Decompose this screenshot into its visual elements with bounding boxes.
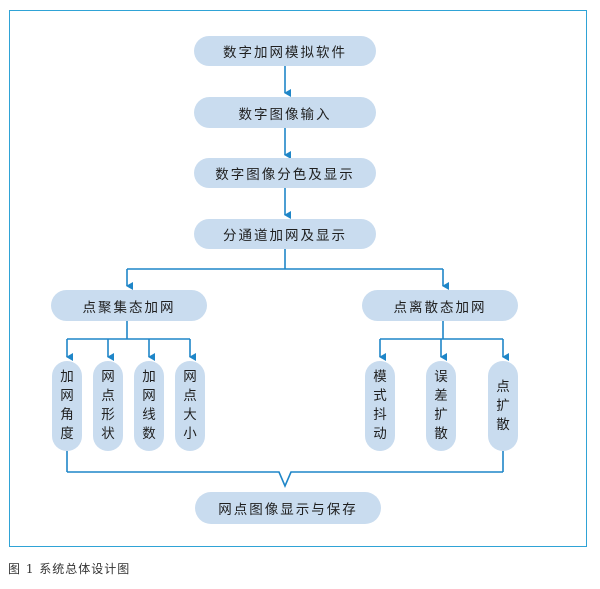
- node-image-input: 数字图像输入: [194, 97, 376, 128]
- node-dot-size: 网点大小: [175, 361, 205, 451]
- node-dot-shape: 网点形状: [93, 361, 123, 451]
- node-screen-angle: 加网角度: [52, 361, 82, 451]
- node-error-diffusion: 误差扩散: [426, 361, 456, 451]
- node-channel-screening: 分通道加网及显示: [194, 219, 376, 249]
- node-fm-screening: 点离散态加网: [362, 290, 518, 321]
- node-color-separation: 数字图像分色及显示: [194, 158, 376, 188]
- node-pattern-dither-label: 模式抖动: [373, 369, 387, 442]
- node-am-screening: 点聚集态加网: [51, 290, 207, 321]
- figure-caption: 图 1 系统总体设计图: [8, 562, 131, 576]
- node-software: 数字加网模拟软件: [194, 36, 376, 66]
- node-dot-shape-label: 网点形状: [101, 369, 115, 442]
- node-screen-ruling-label: 加网线数: [142, 369, 156, 442]
- node-pattern-dither: 模式抖动: [365, 361, 395, 451]
- node-dot-diffusion-label: 点扩散: [496, 378, 510, 433]
- node-dot-size-label: 网点大小: [183, 369, 197, 442]
- node-screen-ruling: 加网线数: [134, 361, 164, 451]
- node-screen-angle-label: 加网角度: [60, 369, 74, 442]
- node-dot-diffusion: 点扩散: [488, 361, 518, 451]
- node-output: 网点图像显示与保存: [195, 492, 381, 524]
- line-merge: [67, 471, 503, 489]
- node-error-diffusion-label: 误差扩散: [434, 369, 448, 442]
